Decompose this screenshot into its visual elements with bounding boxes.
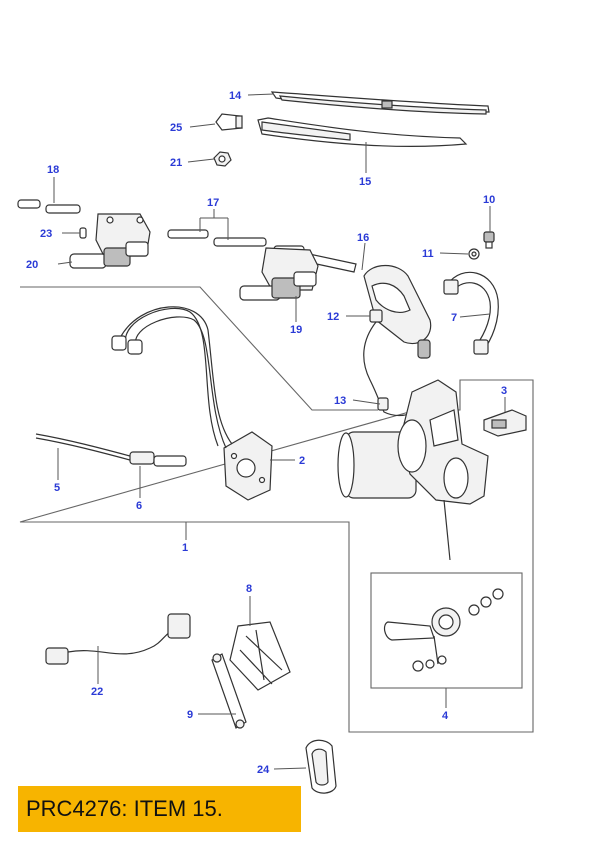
screw-washer-drawing — [468, 231, 495, 260]
callout-8: 8 — [246, 583, 252, 595]
cover-cap-drawing — [215, 113, 243, 131]
callout-24: 24 — [257, 764, 270, 776]
bracket-3-drawing — [483, 409, 527, 437]
callout-6: 6 — [136, 500, 142, 512]
wiper-motor-drawing — [337, 379, 489, 561]
mounting-pad-drawing — [229, 621, 291, 691]
callout-25: 25 — [170, 122, 182, 134]
wiper-motor-head-drawing — [363, 264, 432, 359]
nut-drawing — [213, 151, 232, 167]
callout-16: 16 — [357, 232, 369, 244]
part-number-label: PRC4276: ITEM 15. — [18, 786, 301, 832]
link-arm-drawing — [211, 653, 247, 729]
cable-13-drawing — [363, 321, 421, 417]
assembly-1-frame — [19, 286, 534, 733]
wheelbox-right-drawing — [239, 247, 319, 301]
callout-5: 5 — [54, 482, 60, 494]
connector-12-drawing — [369, 309, 383, 323]
gearbox-kit-drawing — [383, 588, 504, 672]
pins-drawing — [17, 199, 81, 214]
callout-2: 2 — [299, 455, 305, 467]
callout-12: 12 — [327, 311, 339, 323]
wheelbox-left-drawing — [69, 213, 151, 269]
connector-lead-drawing — [45, 613, 191, 665]
callout-9: 9 — [187, 709, 193, 721]
callout-23: 23 — [40, 228, 52, 240]
callout-19: 19 — [290, 324, 302, 336]
callout-18: 18 — [47, 164, 59, 176]
callout-20: 20 — [26, 259, 38, 271]
harness-plate-drawing — [223, 431, 273, 501]
harness-wires-drawing — [111, 306, 233, 449]
callout-17: 17 — [207, 197, 219, 209]
wiper-blade-drawing — [270, 91, 490, 115]
callout-1: 1 — [182, 542, 188, 554]
drive-tubes-drawing — [167, 229, 357, 273]
callout-11: 11 — [422, 248, 434, 260]
small-pin-drawing — [79, 227, 87, 239]
drive-cable-rack-drawing — [35, 433, 187, 467]
callout-14: 14 — [229, 90, 242, 102]
callout-3: 3 — [501, 385, 507, 397]
grommet-drawing — [305, 739, 337, 794]
callout-22: 22 — [91, 686, 103, 698]
mounting-strap-drawing — [443, 271, 499, 355]
callout-21: 21 — [170, 157, 182, 169]
callout-10: 10 — [483, 194, 495, 206]
callout-13: 13 — [334, 395, 346, 407]
callout-7: 7 — [451, 312, 457, 324]
wiper-arm-drawing — [257, 117, 468, 147]
callout-4: 4 — [442, 710, 449, 722]
callout-15: 15 — [359, 176, 371, 188]
